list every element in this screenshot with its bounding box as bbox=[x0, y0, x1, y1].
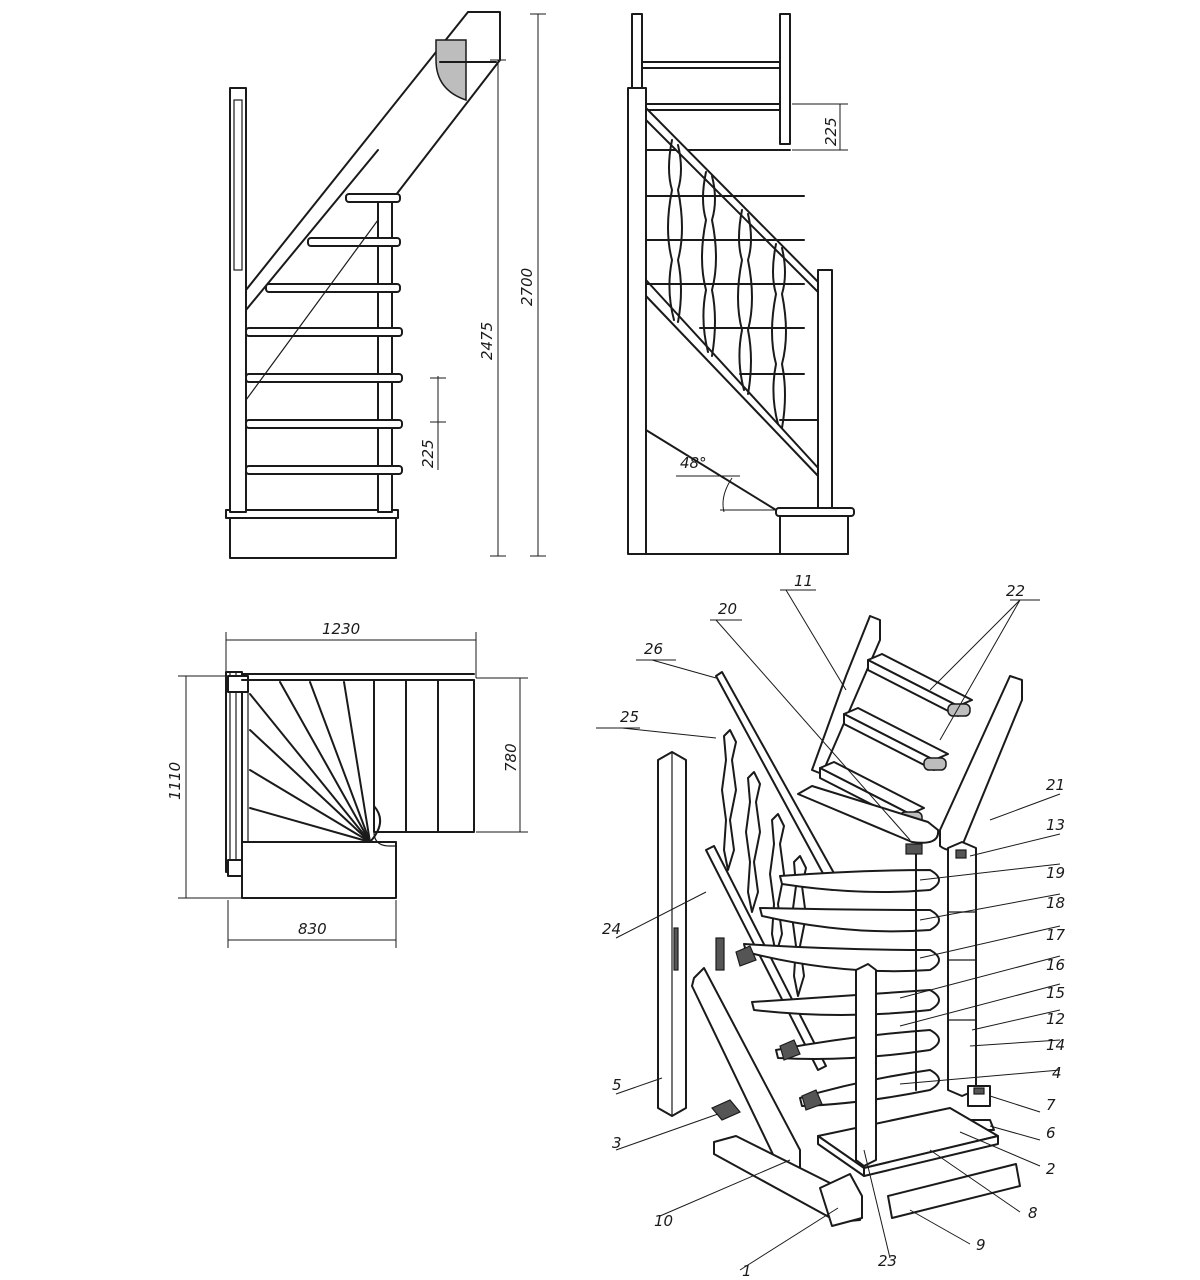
dim-225-front: 225 bbox=[822, 117, 840, 146]
exploded-view: 1 2 3 4 5 6 7 8 9 10 11 12 13 14 15 16 1… bbox=[596, 572, 1066, 1280]
part-label: 10 bbox=[654, 1212, 673, 1230]
part-label: 1 bbox=[742, 1262, 752, 1280]
side-base-cap bbox=[225, 509, 399, 519]
part-label: 14 bbox=[1046, 1036, 1065, 1054]
plan-view: 1230 1110 780 830 bbox=[166, 620, 528, 948]
dim-angle: 48° bbox=[680, 454, 707, 472]
front-baluster bbox=[771, 243, 779, 425]
plan-newel bbox=[227, 675, 249, 693]
part-3 bbox=[711, 1099, 741, 1121]
side-tread bbox=[245, 327, 403, 337]
part-label: 7 bbox=[1046, 1096, 1056, 1114]
side-tread bbox=[265, 283, 401, 293]
side-stringer bbox=[245, 11, 501, 291]
dim-225-side: 225 bbox=[419, 439, 437, 468]
baluster bbox=[721, 729, 737, 871]
plan-winders bbox=[247, 679, 397, 847]
part-label: 2 bbox=[1046, 1160, 1056, 1178]
part-label: 18 bbox=[1046, 894, 1065, 912]
part-label: 3 bbox=[612, 1134, 622, 1152]
front-baluster bbox=[737, 209, 745, 391]
side-newel-groove bbox=[233, 99, 243, 271]
side-treads bbox=[245, 193, 403, 475]
part-label: 21 bbox=[1046, 776, 1065, 794]
dim-830: 830 bbox=[298, 920, 327, 938]
dim-1230: 1230 bbox=[322, 620, 360, 638]
plan-bottom-flight bbox=[241, 841, 397, 899]
part-label: 8 bbox=[1028, 1204, 1038, 1222]
part-label: 9 bbox=[976, 1236, 986, 1254]
front-baluster bbox=[667, 139, 675, 321]
side-tread bbox=[245, 373, 403, 383]
dim-780: 780 bbox=[502, 743, 520, 772]
winder-treads bbox=[735, 785, 940, 1111]
plan-upper-flight bbox=[373, 679, 475, 833]
part-label: 26 bbox=[644, 640, 663, 658]
part-label: 24 bbox=[602, 920, 621, 938]
baluster bbox=[745, 771, 761, 913]
side-top-cut bbox=[435, 39, 467, 102]
side-tread bbox=[307, 237, 401, 247]
plan-left-rail bbox=[225, 671, 243, 873]
side-base-block bbox=[229, 511, 397, 559]
part-label: 11 bbox=[794, 572, 813, 590]
side-tread bbox=[245, 465, 403, 475]
part-label: 4 bbox=[1052, 1064, 1062, 1082]
front-newel bbox=[627, 87, 647, 555]
part-label: 5 bbox=[612, 1076, 622, 1094]
front-handrail bbox=[645, 107, 831, 305]
front-baluster bbox=[701, 171, 709, 353]
side-hidden-line bbox=[245, 219, 379, 401]
part-label: 13 bbox=[1046, 816, 1065, 834]
front-right-newel bbox=[817, 269, 833, 511]
dim-2700: 2700 bbox=[518, 268, 536, 306]
part-label: 23 bbox=[878, 1252, 897, 1270]
dim-2475: 2475 bbox=[478, 322, 496, 360]
part-11-stringer bbox=[811, 615, 881, 775]
part-label: 25 bbox=[620, 708, 639, 726]
side-newel-post bbox=[229, 87, 247, 513]
part-23-post bbox=[855, 963, 877, 1167]
part-label: 6 bbox=[1046, 1124, 1056, 1142]
part-13-newel bbox=[947, 841, 977, 1097]
part-label: 16 bbox=[1046, 956, 1065, 974]
part-label: 12 bbox=[1046, 1010, 1065, 1028]
side-tread bbox=[345, 193, 401, 203]
part-label: 19 bbox=[1046, 864, 1065, 882]
front-balusters bbox=[667, 139, 787, 429]
part-9-riser bbox=[887, 1163, 1021, 1219]
part-label: 15 bbox=[1046, 984, 1065, 1002]
front-view: 225 48° bbox=[627, 13, 855, 555]
part-label: 22 bbox=[1006, 582, 1025, 600]
part-label: 17 bbox=[1046, 926, 1066, 944]
part-label: 20 bbox=[718, 600, 737, 618]
dim-1110: 1110 bbox=[166, 762, 184, 800]
side-tread bbox=[245, 419, 403, 429]
front-right-post-top bbox=[779, 13, 791, 145]
side-view: 225 2475 2700 bbox=[225, 11, 546, 559]
